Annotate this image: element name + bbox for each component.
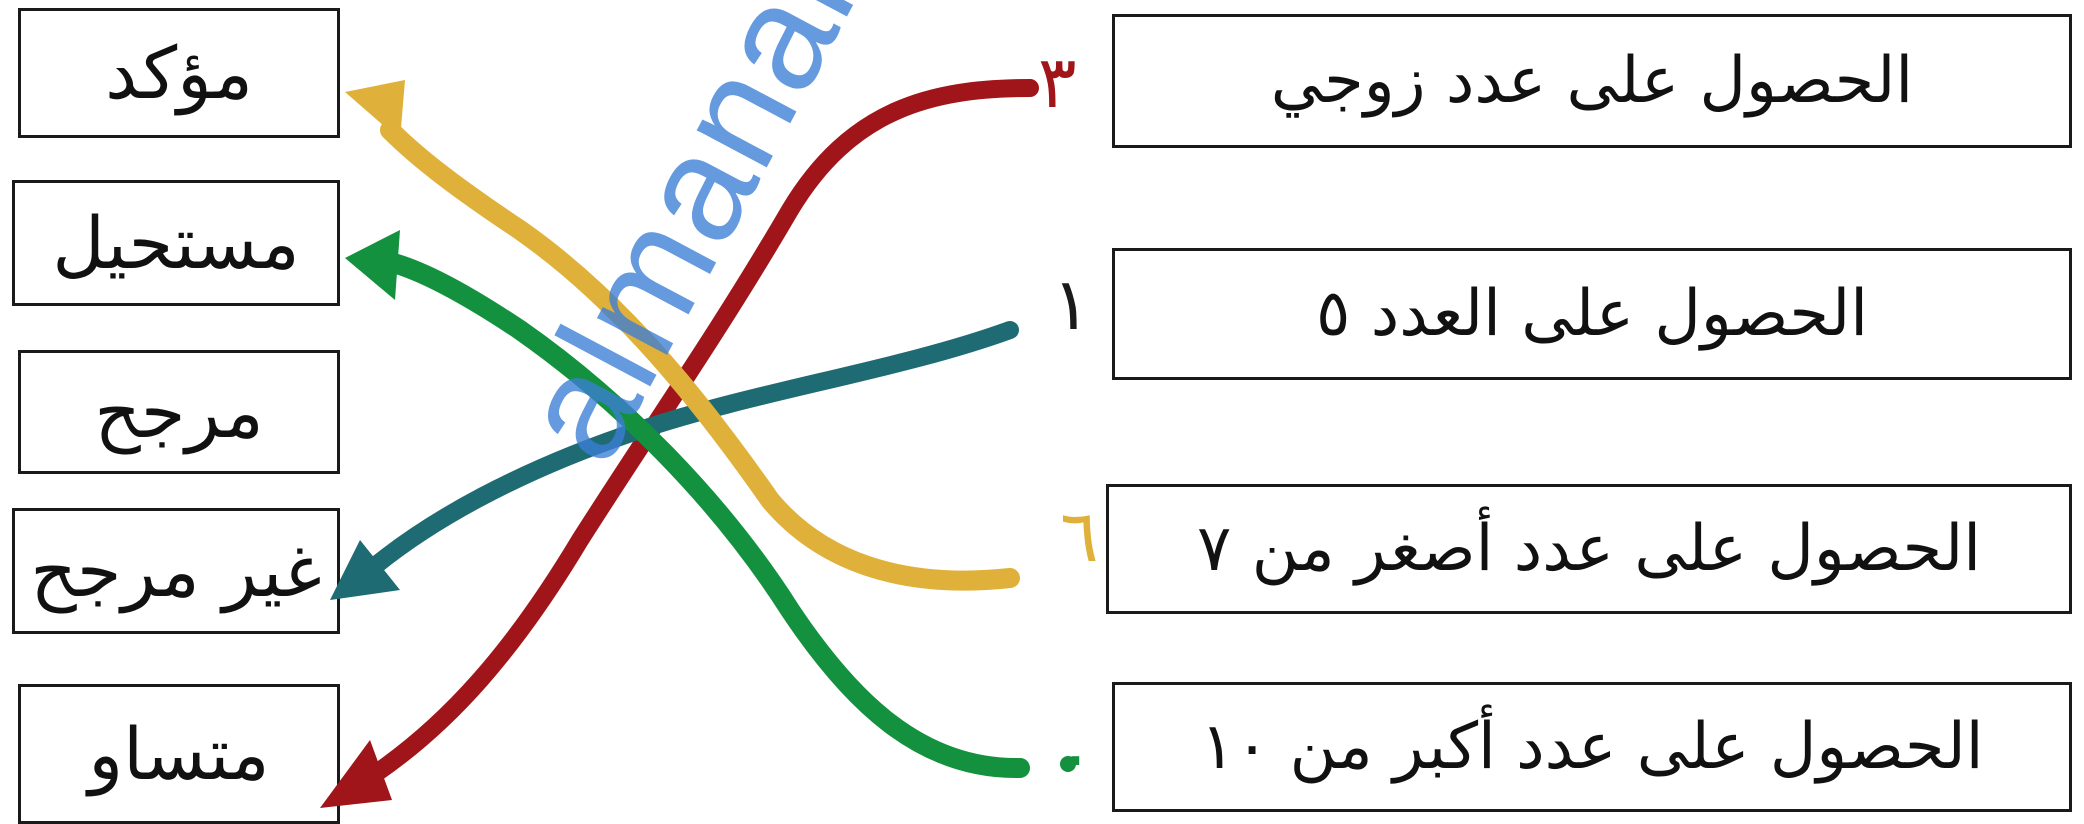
event-even-number-label: الحصول على عدد زوجي [1270,44,1914,118]
event-number-five-box[interactable]: الحصول على العدد ٥ [1112,248,2072,380]
choice-equal-label: متساو [88,712,270,796]
outcome-count-less-than-seven: ٦ [1060,494,1099,578]
choice-likely-label: مرجح [94,370,264,454]
choice-equal-box[interactable]: متساو [18,684,340,824]
watermark: almanahj.com [485,0,1084,486]
choice-unlikely-box[interactable]: غير مرجح [12,508,340,634]
teal-arrowhead [330,540,400,600]
choice-certain-label: مؤكد [105,31,253,115]
green-arrowhead [345,230,400,300]
outcome-count-five: ١ [1052,262,1091,346]
choice-likely-box[interactable]: مرجح [18,350,340,474]
event-less-than-seven-box[interactable]: الحصول على عدد أصغر من ٧ [1106,484,2072,614]
event-greater-than-ten-box[interactable]: الحصول على عدد أكبر من ١٠ [1112,682,2072,812]
outcome-count-greater-than-ten: ٠ [1056,714,1095,798]
choice-unlikely-label: غير مرجح [30,529,322,613]
outcome-count-even: ٣ [1038,40,1077,124]
choice-impossible-label: مستحيل [52,201,300,285]
choice-certain-box[interactable]: مؤكد [18,8,340,138]
event-greater-than-ten-label: الحصول على عدد أكبر من ١٠ [1200,710,1984,784]
event-even-number-box[interactable]: الحصول على عدد زوجي [1112,14,2072,148]
event-number-five-label: الحصول على العدد ٥ [1315,277,1869,351]
choice-impossible-box[interactable]: مستحيل [12,180,340,306]
event-less-than-seven-label: الحصول على عدد أصغر من ٧ [1196,512,1982,586]
gold-arrowhead [345,80,405,140]
